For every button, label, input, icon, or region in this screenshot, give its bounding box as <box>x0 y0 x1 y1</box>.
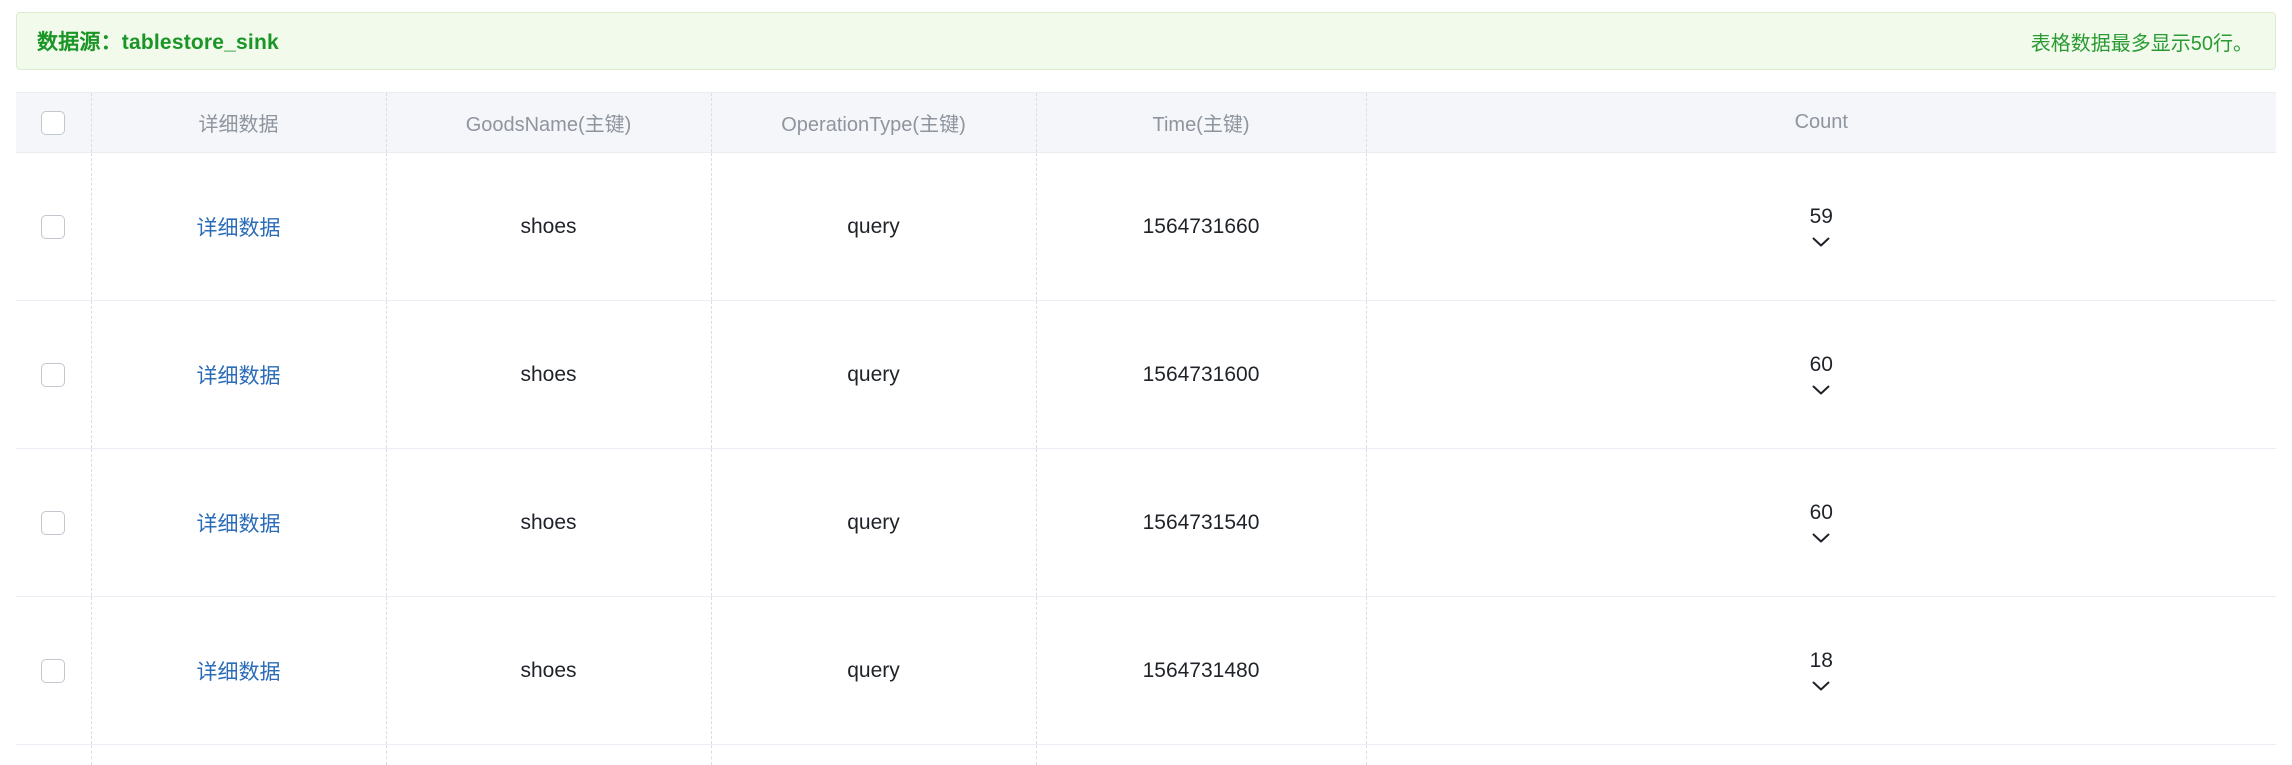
select-all-header <box>16 93 91 153</box>
table-body: 详细数据 shoes query 1564731660 59 <box>16 153 2276 765</box>
row-checkbox[interactable] <box>41 363 65 387</box>
data-source-banner: 数据源：tablestore_sink 表格数据最多显示50行。 <box>16 12 2276 70</box>
row-time-cell: 1564731540 <box>1036 449 1366 597</box>
row-operationtype-cell: query <box>711 301 1036 449</box>
chevron-down-icon[interactable] <box>1812 237 1830 248</box>
row-checkbox[interactable] <box>41 215 65 239</box>
column-header-time[interactable]: Time(主键) <box>1036 93 1366 153</box>
row-limit-note: 表格数据最多显示50行。 <box>2031 27 2253 56</box>
chevron-down-icon[interactable] <box>1812 533 1830 544</box>
column-header-time-label: Time(主键) <box>1152 108 1249 137</box>
row-select-cell <box>16 153 91 301</box>
row-count-cell: 18 <box>1366 597 2276 745</box>
count-value: 60 <box>1810 502 1833 523</box>
row-goodsname-cell <box>386 745 711 765</box>
row-goodsname-cell: shoes <box>386 449 711 597</box>
table-row: 详细数据 shoes query 1564731600 60 <box>16 301 2276 449</box>
detail-data-link[interactable]: 详细数据 <box>197 661 281 684</box>
row-count-cell: 60 <box>1366 449 2276 597</box>
row-goodsname-cell: shoes <box>386 301 711 449</box>
table-header-row: 详细数据 GoodsName(主键) OperationType(主键) Tim… <box>16 93 2276 153</box>
row-checkbox[interactable] <box>41 511 65 535</box>
select-all-checkbox[interactable] <box>41 111 65 135</box>
row-time-cell <box>1036 745 1366 765</box>
row-select-cell <box>16 449 91 597</box>
table-row: 详细数据 shoes query 1564731540 60 <box>16 449 2276 597</box>
row-select-cell <box>16 745 91 765</box>
row-select-cell <box>16 597 91 745</box>
data-table-wrapper: 详细数据 GoodsName(主键) OperationType(主键) Tim… <box>16 92 2276 765</box>
row-detail-cell <box>91 745 386 765</box>
row-checkbox[interactable] <box>41 659 65 683</box>
row-operationtype-cell: query <box>711 153 1036 301</box>
column-header-detail[interactable]: 详细数据 <box>91 93 386 153</box>
data-table: 详细数据 GoodsName(主键) OperationType(主键) Tim… <box>16 93 2276 765</box>
row-count-cell: 60 <box>1366 301 2276 449</box>
row-count-cell: 59 <box>1366 153 2276 301</box>
detail-data-link[interactable]: 详细数据 <box>197 365 281 388</box>
data-source-label: 数据源：tablestore_sink <box>37 26 279 56</box>
column-header-detail-label: 详细数据 <box>199 108 279 137</box>
chevron-down-icon[interactable] <box>1812 385 1830 396</box>
row-time-cell: 1564731480 <box>1036 597 1366 745</box>
row-operationtype-cell <box>711 745 1036 765</box>
column-header-goodsname[interactable]: GoodsName(主键) <box>386 93 711 153</box>
column-header-operationtype-label: OperationType(主键) <box>781 108 966 137</box>
row-time-cell: 1564731660 <box>1036 153 1366 301</box>
count-value: 18 <box>1810 650 1833 671</box>
table-row: 详细数据 shoes query 1564731480 18 <box>16 597 2276 745</box>
row-detail-cell: 详细数据 <box>91 597 386 745</box>
row-detail-cell: 详细数据 <box>91 301 386 449</box>
table-header: 详细数据 GoodsName(主键) OperationType(主键) Tim… <box>16 93 2276 153</box>
table-row: 详细数据 shoes query 1564731660 59 <box>16 153 2276 301</box>
chevron-down-icon[interactable] <box>1812 681 1830 692</box>
row-detail-cell: 详细数据 <box>91 153 386 301</box>
column-header-goodsname-label: GoodsName(主键) <box>466 108 632 137</box>
row-goodsname-cell: shoes <box>386 153 711 301</box>
column-header-operationtype[interactable]: OperationType(主键) <box>711 93 1036 153</box>
row-goodsname-cell: shoes <box>386 597 711 745</box>
row-operationtype-cell: query <box>711 449 1036 597</box>
table-row-partial <box>16 745 2276 765</box>
count-value: 60 <box>1810 354 1833 375</box>
row-time-cell: 1564731600 <box>1036 301 1366 449</box>
row-operationtype-cell: query <box>711 597 1036 745</box>
column-header-count[interactable]: Count <box>1366 93 2276 153</box>
data-source-preview-page: 数据源：tablestore_sink 表格数据最多显示50行。 详细数据 Go <box>0 0 2292 624</box>
row-detail-cell: 详细数据 <box>91 449 386 597</box>
row-select-cell <box>16 301 91 449</box>
detail-data-link[interactable]: 详细数据 <box>197 217 281 240</box>
detail-data-link[interactable]: 详细数据 <box>197 513 281 536</box>
row-count-cell <box>1366 745 2276 765</box>
count-value: 59 <box>1810 206 1833 227</box>
column-header-count-label: Count <box>1795 111 1848 134</box>
